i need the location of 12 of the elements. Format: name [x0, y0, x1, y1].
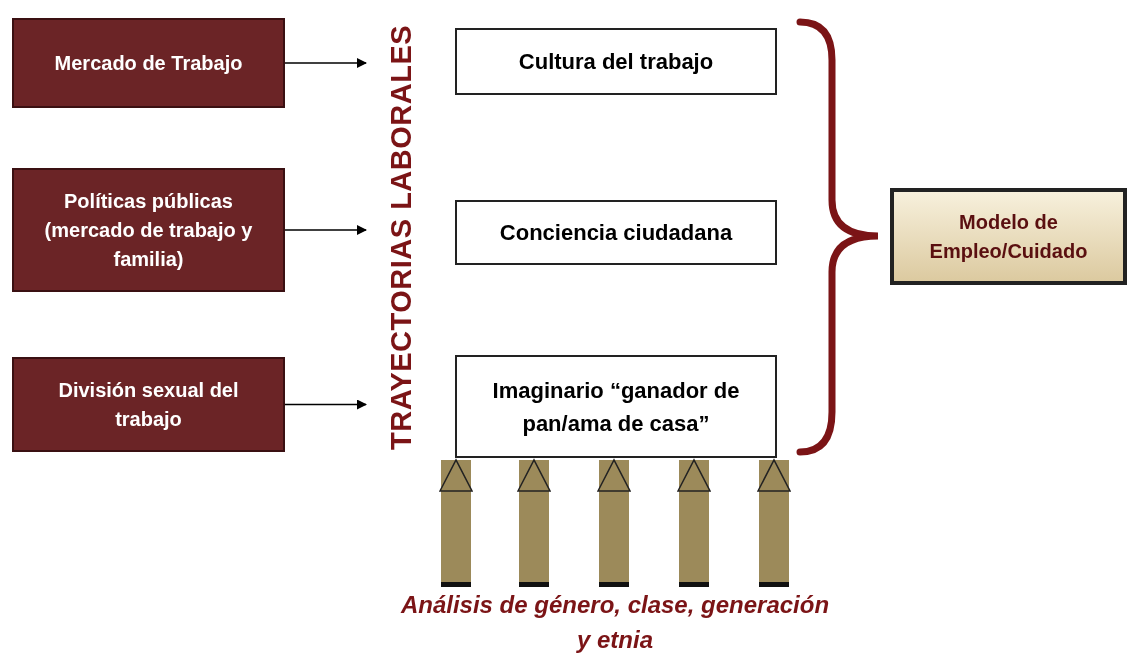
concept-box: Conciencia ciudadana — [455, 200, 777, 265]
category-box: Políticas públicas (mercado de trabajo y familia) — [12, 168, 285, 292]
result-box: Modelo de Empleo/Cuidado — [890, 188, 1127, 285]
category-box: División sexual del trabajo — [12, 357, 285, 452]
concept-box: Imaginario “ganador de pan/ama de casa” — [455, 355, 777, 458]
analysis-caption: Análisis de género, clase, generación y etnia — [400, 588, 830, 664]
arrow — [284, 399, 367, 410]
arrow — [284, 58, 367, 68]
arrow — [284, 225, 367, 235]
concept-box: Cultura del trabajo — [455, 28, 777, 95]
vertical-heading: TRAYECTORIAS LABORALES — [378, 22, 424, 452]
category-box: Mercado de Trabajo — [12, 18, 285, 108]
